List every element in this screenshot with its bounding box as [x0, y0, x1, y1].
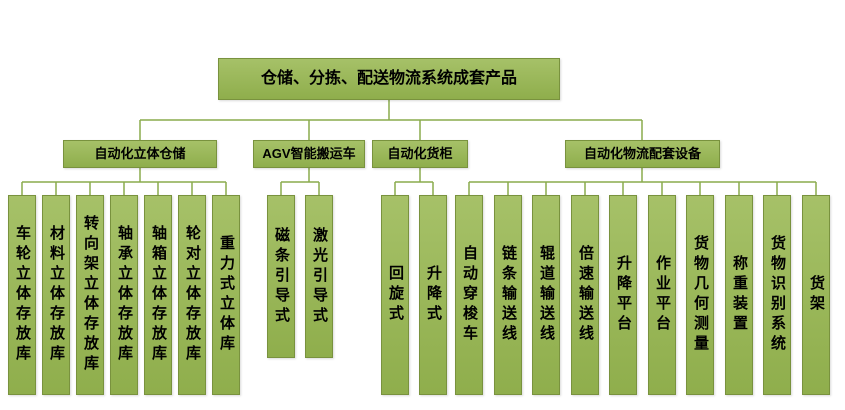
leaf-node: 升降平台	[609, 195, 637, 395]
leaf-node: 辊道输送线	[532, 195, 560, 395]
branch-automated-cabinet: 自动化货柜	[372, 140, 468, 168]
branch-logistics-equipment: 自动化物流配套设备	[565, 140, 720, 168]
leaf-node: 货物识别系统	[763, 195, 791, 395]
leaf-node: 轴箱立体存放库	[144, 195, 172, 395]
leaf-node: 称重装置	[725, 195, 753, 395]
leaf-node: 车轮立体存放库	[8, 195, 36, 395]
leaf-node: 货物几何测量	[686, 195, 714, 395]
leaf-node: 作业平台	[648, 195, 676, 395]
leaf-node: 重力式立体库	[212, 195, 240, 395]
leaf-node: 自动穿梭车	[455, 195, 483, 395]
leaf-node: 磁条引导式	[267, 195, 295, 358]
leaf-node: 激光引导式	[305, 195, 333, 358]
leaf-node: 材料立体存放库	[42, 195, 70, 395]
leaf-node: 链条输送线	[494, 195, 522, 395]
leaf-node: 轴承立体存放库	[110, 195, 138, 395]
leaf-node: 倍速输送线	[571, 195, 599, 395]
leaf-node: 回旋式	[381, 195, 409, 395]
leaf-node: 转向架立体存放库	[76, 195, 104, 395]
branch-agv-smart-carrier: AGV智能搬运车	[253, 140, 365, 168]
branch-automated-3d-warehouse: 自动化立体仓储	[63, 140, 217, 168]
root-node: 仓储、分拣、配送物流系统成套产品	[218, 58, 560, 100]
leaf-node: 轮对立体存放库	[178, 195, 206, 395]
leaf-node: 货架	[802, 195, 830, 395]
leaf-node: 升降式	[419, 195, 447, 395]
